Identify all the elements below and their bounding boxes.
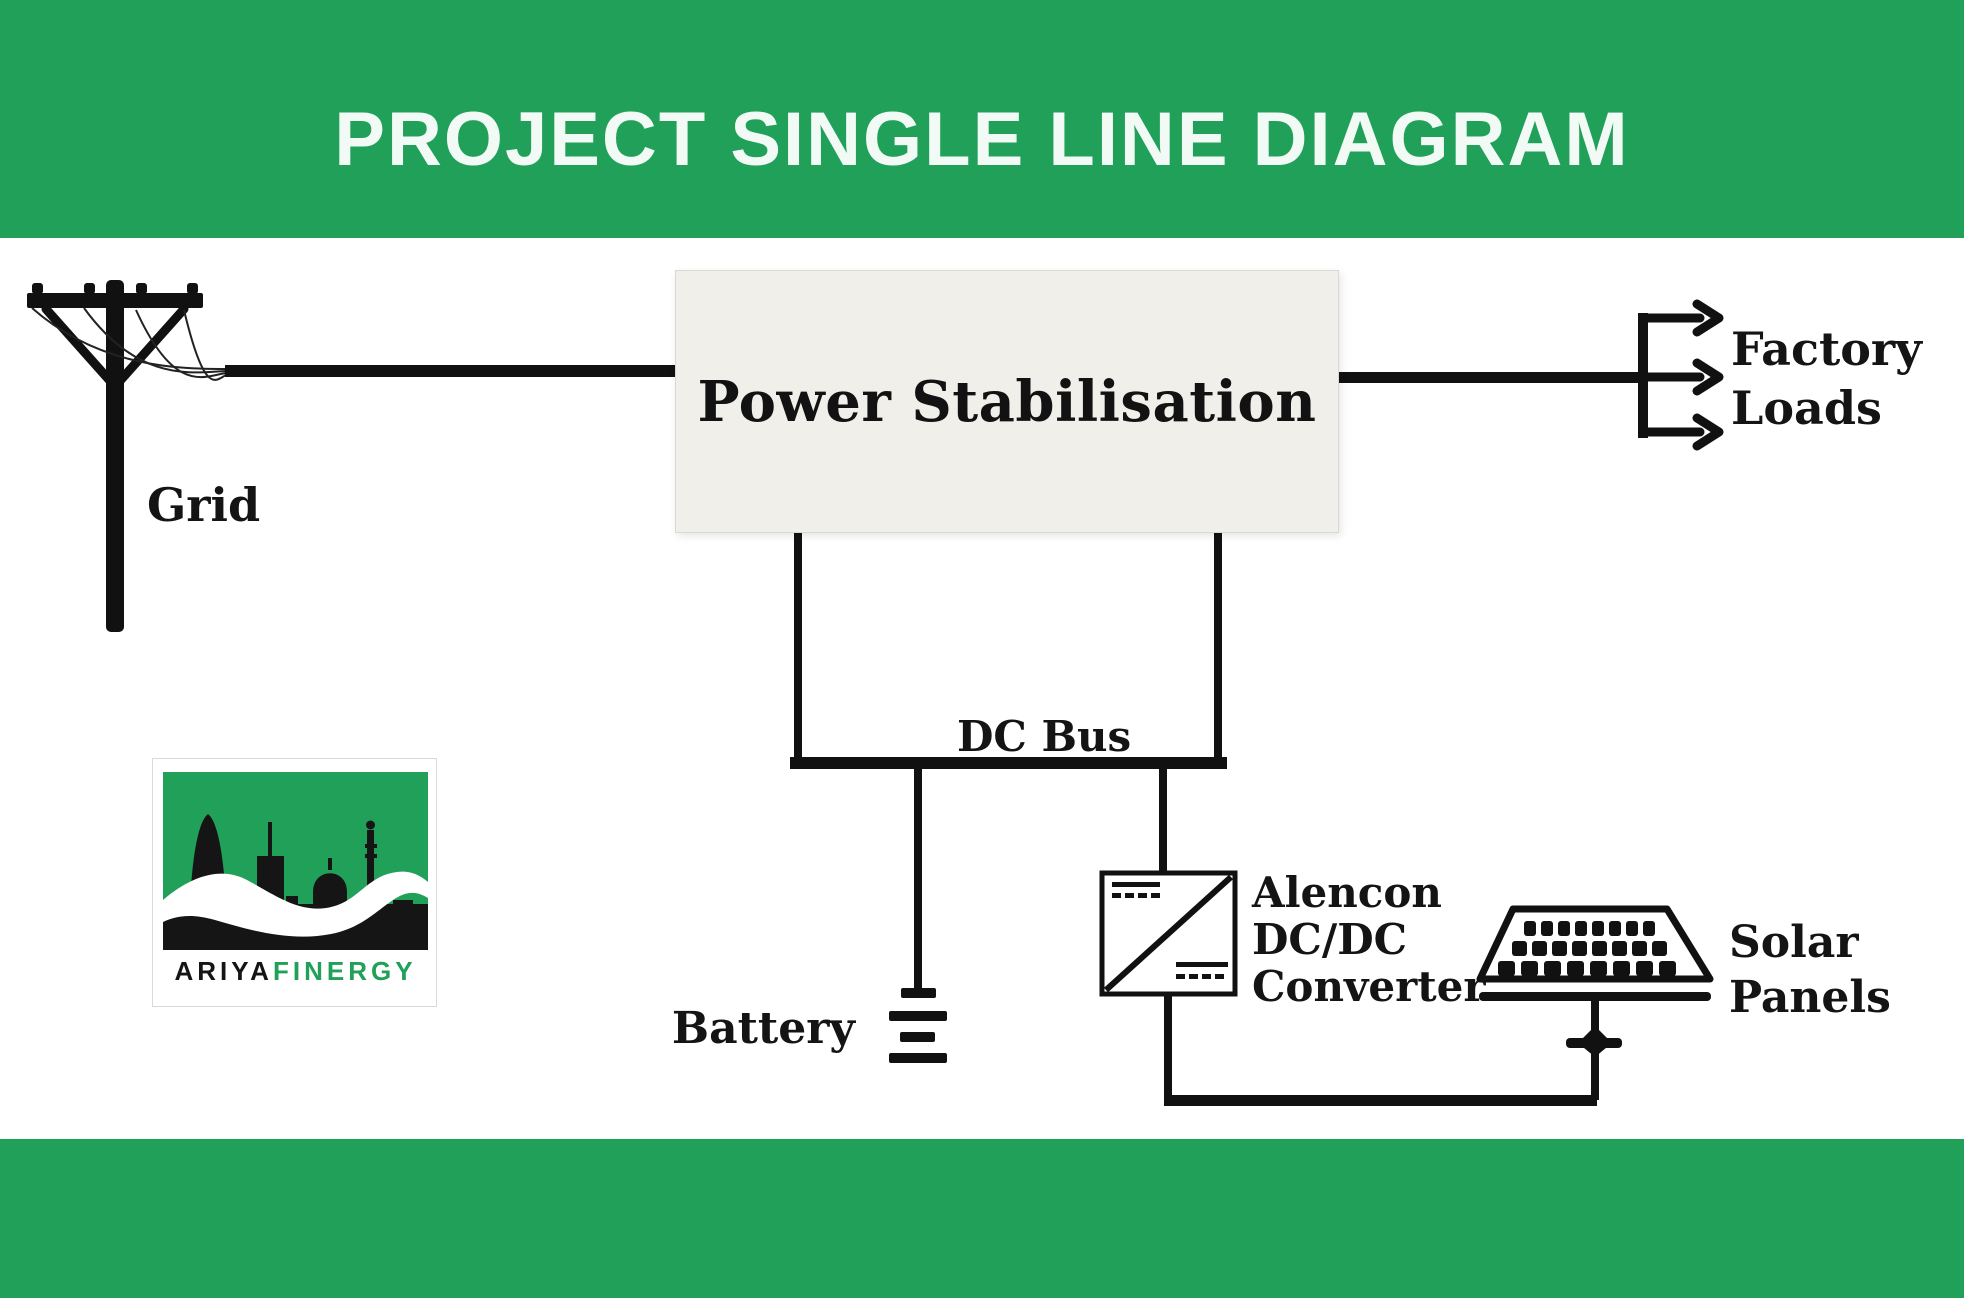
solar-panels-label: Solar Panels: [1729, 915, 1891, 1025]
arrow-branch-icon: [1638, 299, 1724, 451]
power-wires: [31, 307, 227, 381]
solar-panel-icon: [1476, 905, 1714, 1057]
grid-label: Grid: [147, 478, 261, 532]
battery-label: Battery: [671, 1003, 855, 1054]
utility-pole-icon: [27, 280, 203, 632]
connection-lines: [225, 365, 1643, 1106]
company-logo: ARIYAFINERGY: [152, 758, 437, 1007]
solar-panels-label-line1: Solar: [1729, 917, 1859, 968]
power-stabilisation-label: Power Stabilisation: [697, 368, 1317, 435]
dc-bus-label: DC Bus: [957, 712, 1132, 761]
page-title: PROJECT SINGLE LINE DIAGRAM: [334, 97, 1630, 182]
header-band: [0, 0, 1964, 238]
factory-loads-label-line1: Factory: [1731, 322, 1922, 376]
logo-wordmark: ARIYAFINERGY: [153, 956, 438, 987]
dc-dc-converter-icon: [1099, 870, 1238, 997]
converter-label-line1: Alencon: [1252, 868, 1442, 917]
converter-label: Alencon DC/DC Converter: [1252, 869, 1485, 1010]
footer-band: [0, 1139, 1964, 1298]
factory-loads-label-line2: Loads: [1731, 381, 1882, 435]
city-skyline-wave-logo: [163, 772, 428, 950]
logo-brand-part2: FINERGY: [272, 956, 417, 986]
power-stabilisation-box: Power Stabilisation: [675, 270, 1339, 533]
battery-cell-icon: [889, 988, 947, 1063]
solar-panels-label-line2: Panels: [1729, 972, 1891, 1023]
wave-swoosh: [163, 871, 428, 937]
converter-label-line2: DC/DC: [1252, 915, 1408, 964]
converter-label-line3: Converter: [1252, 962, 1486, 1011]
factory-loads-label: Factory Loads: [1731, 320, 1922, 438]
logo-brand-part1: ARIYA: [174, 956, 273, 986]
